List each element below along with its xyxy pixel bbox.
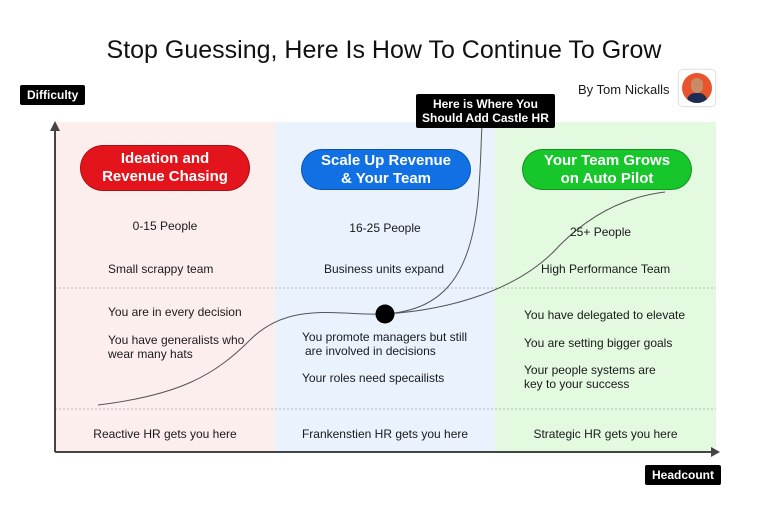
stage-point: You have delegated to elevate bbox=[524, 308, 686, 322]
team-description: Small scrappy team bbox=[108, 262, 214, 276]
hr-outcome: Strategic HR gets you here bbox=[533, 427, 678, 441]
y-axis-arrow-icon bbox=[50, 121, 60, 131]
pill-line: Scale Up Revenue bbox=[320, 151, 452, 169]
stage-point: You promote managers but still bbox=[302, 330, 467, 344]
pill-line: Your Team Grows bbox=[543, 151, 671, 169]
author: By Tom Nickalls bbox=[578, 82, 670, 97]
stage-pill-2: Scale Up Revenue& Your Team bbox=[301, 149, 471, 190]
pill-line: on Auto Pilot bbox=[560, 169, 654, 187]
stage-point: You are setting bigger goals bbox=[524, 336, 673, 350]
stage-point: Your roles need specailists bbox=[302, 371, 445, 385]
pill-line: Ideation and bbox=[120, 150, 210, 167]
callout-line: Should Add Castle HR bbox=[422, 111, 549, 125]
x-axis-label: Headcount bbox=[645, 465, 722, 485]
team-description: High Performance Team bbox=[541, 262, 671, 276]
x-axis-arrow-icon bbox=[711, 447, 720, 457]
stage-point: are involved in decisions bbox=[305, 344, 436, 358]
stage-point: You are in every decision bbox=[108, 305, 242, 319]
stage-point: wear many hats bbox=[108, 347, 193, 361]
y-axis-label: Difficulty bbox=[20, 85, 86, 105]
people-count: 25+ People bbox=[570, 225, 632, 239]
castle-hr-curve bbox=[384, 124, 483, 315]
callout-line: Here is Where You bbox=[432, 97, 538, 111]
pill-line: Revenue Chasing bbox=[102, 168, 228, 185]
pill-line: & Your Team bbox=[340, 169, 432, 187]
people-count: 16-25 People bbox=[349, 221, 421, 235]
stage-point: You have generalists who bbox=[108, 333, 245, 347]
castle-hr-point bbox=[375, 304, 395, 324]
castle-hr-callout: Here is Where You Should Add Castle HR bbox=[416, 94, 555, 128]
stage-point: Your people systems are bbox=[524, 363, 656, 377]
hr-outcome: Frankenstien HR gets you here bbox=[301, 427, 469, 441]
author-avatar bbox=[679, 70, 715, 106]
page-title: Stop Guessing, Here Is How To Continue T… bbox=[106, 36, 662, 64]
hr-outcome: Reactive HR gets you here bbox=[93, 427, 237, 441]
people-count: 0-15 People bbox=[132, 219, 198, 233]
team-description: Business units expand bbox=[324, 262, 445, 276]
stage-point: key to your success bbox=[524, 377, 630, 391]
